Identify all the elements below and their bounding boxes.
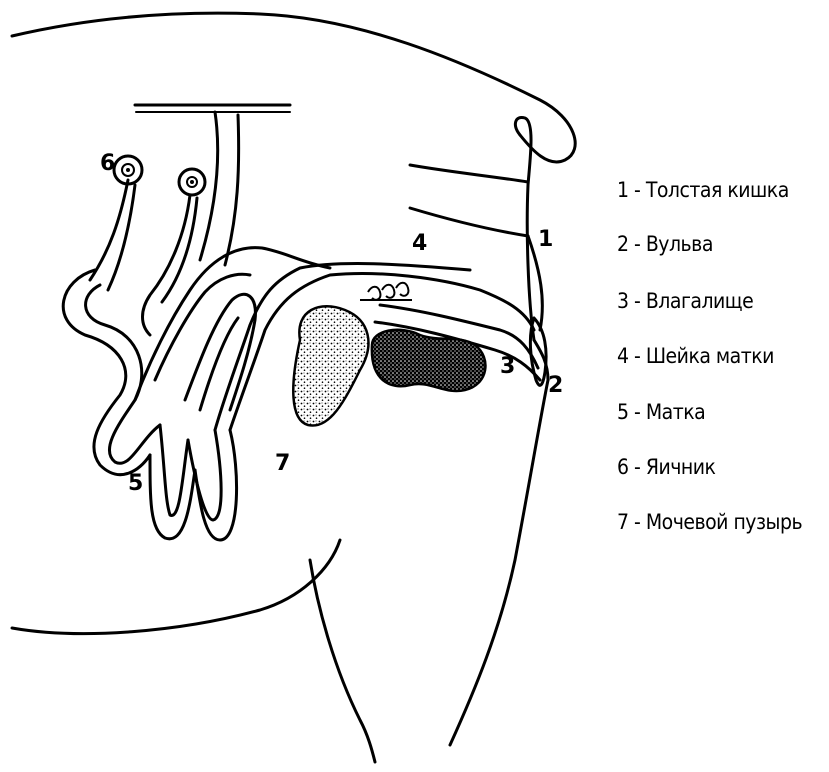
colon	[410, 165, 528, 182]
hind-leg-back-outline	[450, 380, 548, 745]
bladder	[293, 306, 368, 425]
body-back-outline	[12, 13, 575, 162]
legend-item-vulva: 2 - Вульва	[617, 232, 713, 256]
label-3: 3	[500, 354, 515, 379]
label-5: 5	[128, 471, 143, 496]
hind-leg-front-outline	[310, 560, 375, 762]
belly-outline	[12, 540, 340, 634]
label-4: 4	[412, 231, 427, 256]
ovary-right	[179, 169, 205, 195]
colon-lower	[410, 208, 528, 236]
label-6: 6	[100, 151, 115, 176]
legend-item-uterus: 5 - Матка	[617, 400, 705, 424]
label-1: 1	[538, 227, 553, 252]
cervix-rings	[360, 283, 412, 300]
legend-item-colon: 1 - Толстая кишка	[617, 178, 789, 202]
legend-item-vagina: 3 - Влагалище	[617, 289, 753, 313]
tail-outline	[515, 117, 534, 340]
label-2: 2	[548, 373, 563, 398]
oviduct-left	[90, 180, 128, 280]
label-7: 7	[275, 451, 290, 476]
legend-item-bladder: 7 - Мочевой пузырь	[617, 510, 802, 534]
legend-item-ovary: 6 - Яичник	[617, 455, 715, 479]
rectum-mass	[372, 330, 486, 391]
vulva	[530, 318, 546, 385]
legend-item-cervix: 4 - Шейка матки	[617, 344, 774, 368]
uterine-horn-outer	[63, 270, 150, 475]
